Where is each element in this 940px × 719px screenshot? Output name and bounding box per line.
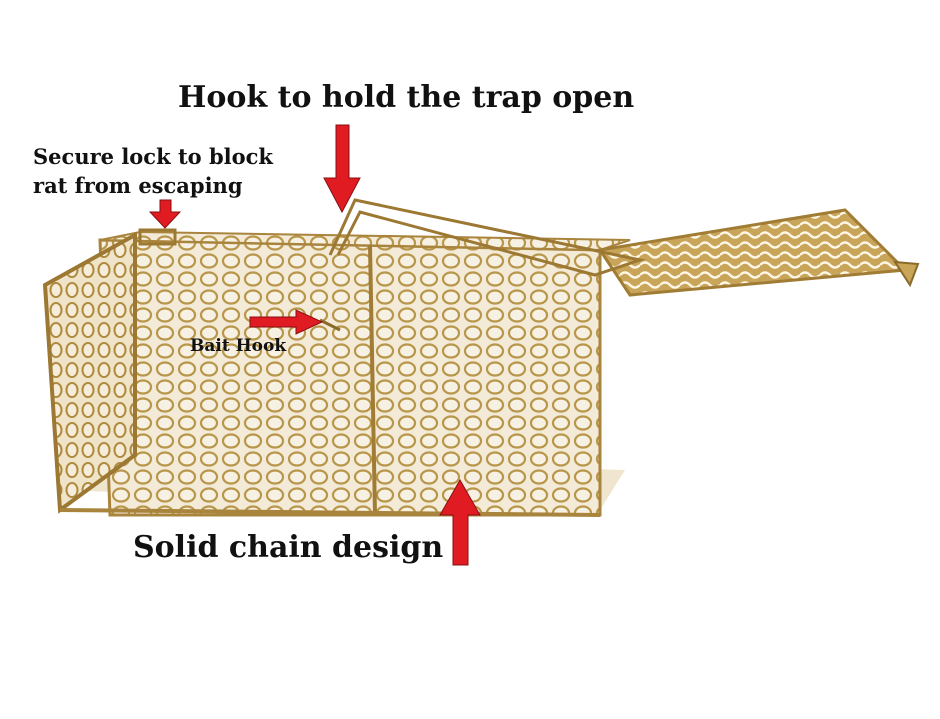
trap-body (42, 198, 920, 517)
trap-end-panel (42, 231, 137, 514)
trap-front-mesh (98, 238, 602, 517)
annotation-arrows (148, 124, 481, 566)
bait-arrow (249, 309, 324, 335)
hook-wire (328, 198, 646, 277)
trap-top-mesh (99, 230, 631, 252)
lock-label: Secure lock to block rat from escaping (33, 142, 273, 200)
chain-arrow (439, 478, 481, 566)
trap-seam (368, 244, 377, 516)
hook-label: Hook to hold the trap open (178, 80, 635, 115)
lock-label-line2: rat from escaping (33, 173, 243, 198)
lock-label-line1: Secure lock to block (33, 144, 273, 169)
bait-hook-label: Bait Hook (190, 336, 287, 356)
trap-door (597, 208, 909, 297)
lock-arrow (148, 199, 182, 229)
bait-hook-rod (319, 318, 341, 332)
chain-design-label: Solid chain design (133, 530, 444, 565)
lock-latch (138, 228, 177, 246)
hook-arrow (323, 124, 361, 214)
